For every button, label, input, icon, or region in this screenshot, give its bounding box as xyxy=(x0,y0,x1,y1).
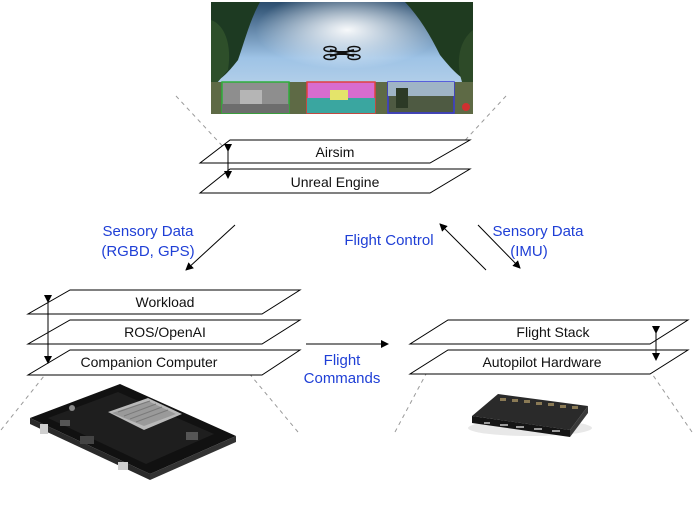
workload-label: Workload xyxy=(136,294,195,310)
flight-control-label: Flight Control xyxy=(344,232,433,249)
flight-control-arrow xyxy=(439,223,487,271)
airsim-label: Airsim xyxy=(316,144,355,160)
sensory-data-right-sublabel: (IMU) xyxy=(510,243,548,260)
companion-stack: Workload ROS/OpenAI Companion Computer xyxy=(26,289,302,376)
perspective-lines xyxy=(0,95,693,433)
autopilot-hardware-layer xyxy=(408,349,690,375)
companion-computer-board xyxy=(30,384,236,480)
record-icon xyxy=(462,103,470,111)
flight-stack: Flight Stack Autopilot Hardware xyxy=(408,319,690,375)
sensory-data-right-label: Sensory Data xyxy=(493,223,585,240)
unreal-engine-label: Unreal Engine xyxy=(291,174,380,190)
sensory-data-right-arrow xyxy=(477,224,521,269)
sensory-data-left-label: Sensory Data xyxy=(103,223,195,240)
depth-view-thumbnail xyxy=(221,81,290,114)
flight-commands-sublabel: Commands xyxy=(304,370,381,387)
autopilot-hardware-board xyxy=(468,394,592,437)
flight-stack-layer xyxy=(408,319,690,345)
ros-openai-layer xyxy=(26,319,302,345)
ros-openai-label: ROS/OpenAI xyxy=(124,324,206,340)
drone-icon xyxy=(323,45,361,61)
sensory-data-left-arrow xyxy=(185,224,236,271)
flight-stack-label: Flight Stack xyxy=(516,324,590,340)
companion-computer-layer xyxy=(26,349,302,376)
autopilot-hardware-label: Autopilot Hardware xyxy=(482,354,601,370)
flight-commands-label: Flight xyxy=(324,352,362,369)
simulator-stack: Airsim Unreal Engine xyxy=(198,139,472,194)
workload-layer xyxy=(26,289,302,315)
unreal-engine-layer xyxy=(198,168,472,194)
companion-computer-label: Companion Computer xyxy=(81,354,218,370)
sensory-data-left-sublabel: (RGBD, GPS) xyxy=(101,243,194,260)
segmentation-view-thumbnail xyxy=(306,81,376,114)
airsim-layer xyxy=(198,139,472,164)
rgb-view-thumbnail xyxy=(387,81,455,114)
drone-simulation-screenshot xyxy=(211,2,473,114)
